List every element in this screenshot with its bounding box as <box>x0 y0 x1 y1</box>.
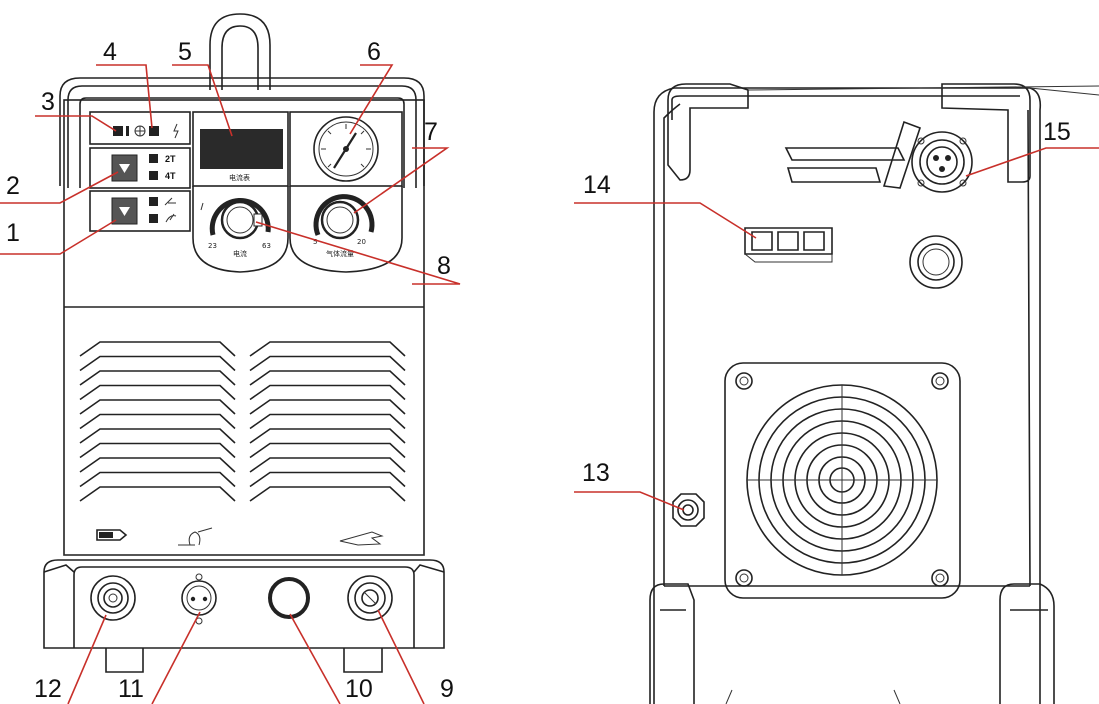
vent-louver <box>79 471 236 488</box>
current-display <box>200 129 283 169</box>
ground-clamp-icon <box>339 531 384 546</box>
current-scale-arc <box>209 197 271 236</box>
vent-louver <box>249 399 406 415</box>
torch-icon <box>96 529 128 541</box>
current-knob-label: 电流 <box>233 249 247 258</box>
vent-louver <box>249 341 406 357</box>
torch-socket[interactable] <box>90 575 136 621</box>
gas-knob-label: 气体流量 <box>326 249 354 258</box>
gas-scale-arc <box>313 194 375 236</box>
current-min-label: 23 <box>208 242 217 250</box>
power-connector[interactable] <box>911 131 973 193</box>
vent-louver <box>79 428 236 444</box>
callout-8: 8 <box>437 252 451 280</box>
callout-leaders <box>0 64 1099 704</box>
vent-louver <box>79 413 236 430</box>
ground-socket[interactable] <box>347 575 393 621</box>
scale-marker-icon <box>200 202 204 211</box>
callout-numbers: 1 2 3 4 5 6 7 8 9 10 11 12 13 14 15 <box>6 38 1071 703</box>
callout-2: 2 <box>6 172 20 200</box>
rear-body <box>653 87 1042 704</box>
mode-2t-label: 2T <box>165 154 176 164</box>
vent-louver <box>249 413 406 430</box>
vent-louver <box>249 442 406 459</box>
vent-louver <box>249 486 406 502</box>
indicator-led <box>113 126 123 136</box>
vent-louver <box>249 355 406 372</box>
vent-louver <box>249 428 406 444</box>
vent-louver <box>249 384 406 401</box>
mode-4t-label: 4T <box>165 171 176 181</box>
vent-louver <box>249 457 406 473</box>
front-view: 2T 4T 电流表 23 63 电流 <box>43 13 445 673</box>
connector-plate <box>43 559 445 649</box>
vent-louver <box>79 399 236 415</box>
foot-right <box>999 583 1055 704</box>
display-label: 电流表 <box>229 173 250 182</box>
callout-4: 4 <box>103 38 117 66</box>
vent-grille-left <box>79 341 236 502</box>
cable-slot <box>784 147 906 183</box>
vent-louver <box>249 471 406 488</box>
gas-outlet[interactable] <box>268 577 310 619</box>
callout-11: 11 <box>118 675 144 703</box>
corner-cap-right <box>941 83 1031 183</box>
vent-louver <box>79 355 236 372</box>
stick-weld-icon <box>164 197 176 206</box>
corner-cap-left <box>667 83 749 181</box>
callout-13: 13 <box>582 459 610 487</box>
vent-grille-right <box>249 341 406 502</box>
gas-pressure-gauge <box>313 116 379 182</box>
rear-view <box>649 83 1099 704</box>
lightning-icon <box>173 123 179 139</box>
wire-feed-icon <box>178 527 213 546</box>
vent-louver <box>79 442 236 459</box>
gas-min-label: 5 <box>313 238 317 246</box>
foot-left <box>649 583 695 704</box>
callout-10: 10 <box>345 675 373 703</box>
vent-louver <box>79 457 236 473</box>
callout-12: 12 <box>34 675 62 703</box>
vent-louver <box>249 370 406 386</box>
cooling-fan <box>724 362 961 599</box>
vent-louver <box>79 341 236 357</box>
callout-7: 7 <box>424 118 438 146</box>
vent-louver <box>79 384 236 401</box>
callout-9: 9 <box>440 675 454 703</box>
vent-louver <box>79 486 236 502</box>
callout-1: 1 <box>6 219 20 247</box>
callout-14: 14 <box>583 171 611 199</box>
process-button[interactable] <box>111 197 138 225</box>
callout-15: 15 <box>1043 118 1071 146</box>
callout-3: 3 <box>41 88 55 116</box>
cable-gland <box>909 235 963 289</box>
callout-5: 5 <box>178 38 192 66</box>
callout-6: 6 <box>367 38 381 66</box>
mig-icon <box>165 213 177 223</box>
gas-max-label: 20 <box>357 238 366 246</box>
current-max-label: 63 <box>262 242 271 250</box>
carry-handle <box>209 13 271 90</box>
ground-terminal[interactable] <box>672 493 705 527</box>
vent-louver <box>79 370 236 386</box>
cover-flap <box>882 120 922 189</box>
